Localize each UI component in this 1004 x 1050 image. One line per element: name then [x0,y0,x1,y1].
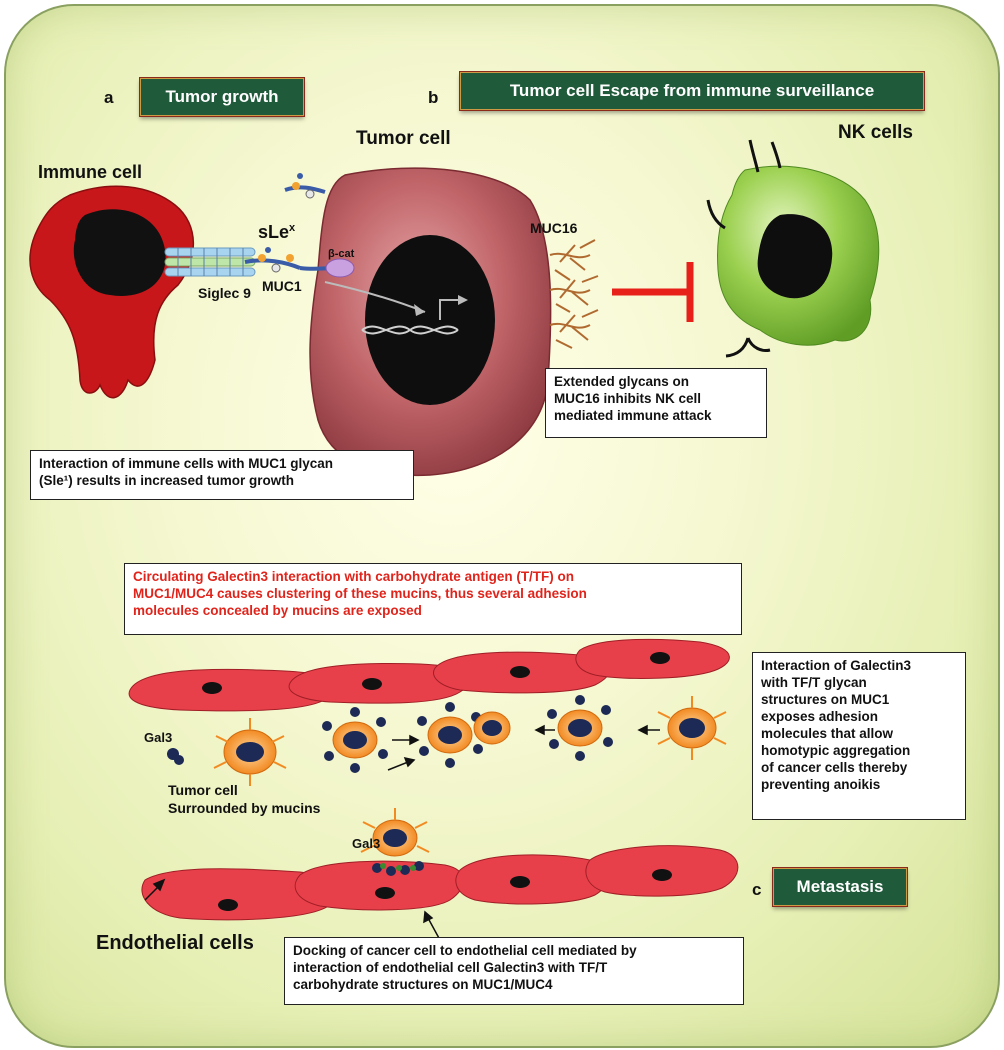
siglec9-receptor [164,247,256,277]
gal3-label-bottom: Gal3 [352,836,381,851]
panel-a-title: Tumor growth [140,78,304,116]
panel-c-letter: c [752,880,762,899]
tumor-cell-mucins-label-1: Tumor cell [168,782,238,798]
gal3-molecule [167,748,184,765]
galectin-aggregation-box: Interaction of Galectin3 with TF/T glyca… [752,652,966,820]
endothelial-cells-label: Endothelial cells [96,932,254,954]
slex-label: sLex [258,222,296,242]
gal3-label-top: Gal3 [144,730,173,745]
nk-cells-label: NK cells [838,122,913,143]
immune-cell-label: Immune cell [38,162,143,182]
mucin-tumor-cells [213,695,727,876]
muc16-mucins [549,239,599,349]
immune-nucleus [73,209,166,296]
muc16-label: MUC16 [530,220,578,236]
docking-description-box: Docking of cancer cell to endothelial ce… [284,937,744,1005]
nk-nucleus [757,214,833,299]
tumor-cell-label: Tumor cell [356,128,451,149]
beta-cat-protein [325,258,355,278]
inhibition-symbol [612,262,694,322]
galectin-clustering-box: Circulating Galectin3 interaction with c… [124,563,742,635]
tumor-cell-mucins-label-2: Surrounded by mucins [168,800,321,816]
muc16-description-box: Extended glycans on MUC16 inhibits NK ce… [545,368,767,438]
panel-b-letter: b [428,88,439,107]
panel-a-letter: a [104,88,114,107]
muc1-label: MUC1 [262,278,302,294]
glycan-sugars [258,173,315,273]
tumor-nucleus [365,235,495,405]
panel-c-title: Metastasis [773,868,907,906]
endothelial-layer-bottom [141,845,739,921]
endothelial-layer-top [128,638,730,712]
panel-b-title: Tumor cell Escape from immune surveillan… [460,72,924,110]
immune-description-box: Interaction of immune cells with MUC1 gl… [30,450,414,500]
nk-receptors [706,139,782,358]
siglec9-label: Siglec 9 [198,285,251,301]
beta-cat-label: β-cat [328,248,355,260]
flow-arrows [144,724,660,941]
